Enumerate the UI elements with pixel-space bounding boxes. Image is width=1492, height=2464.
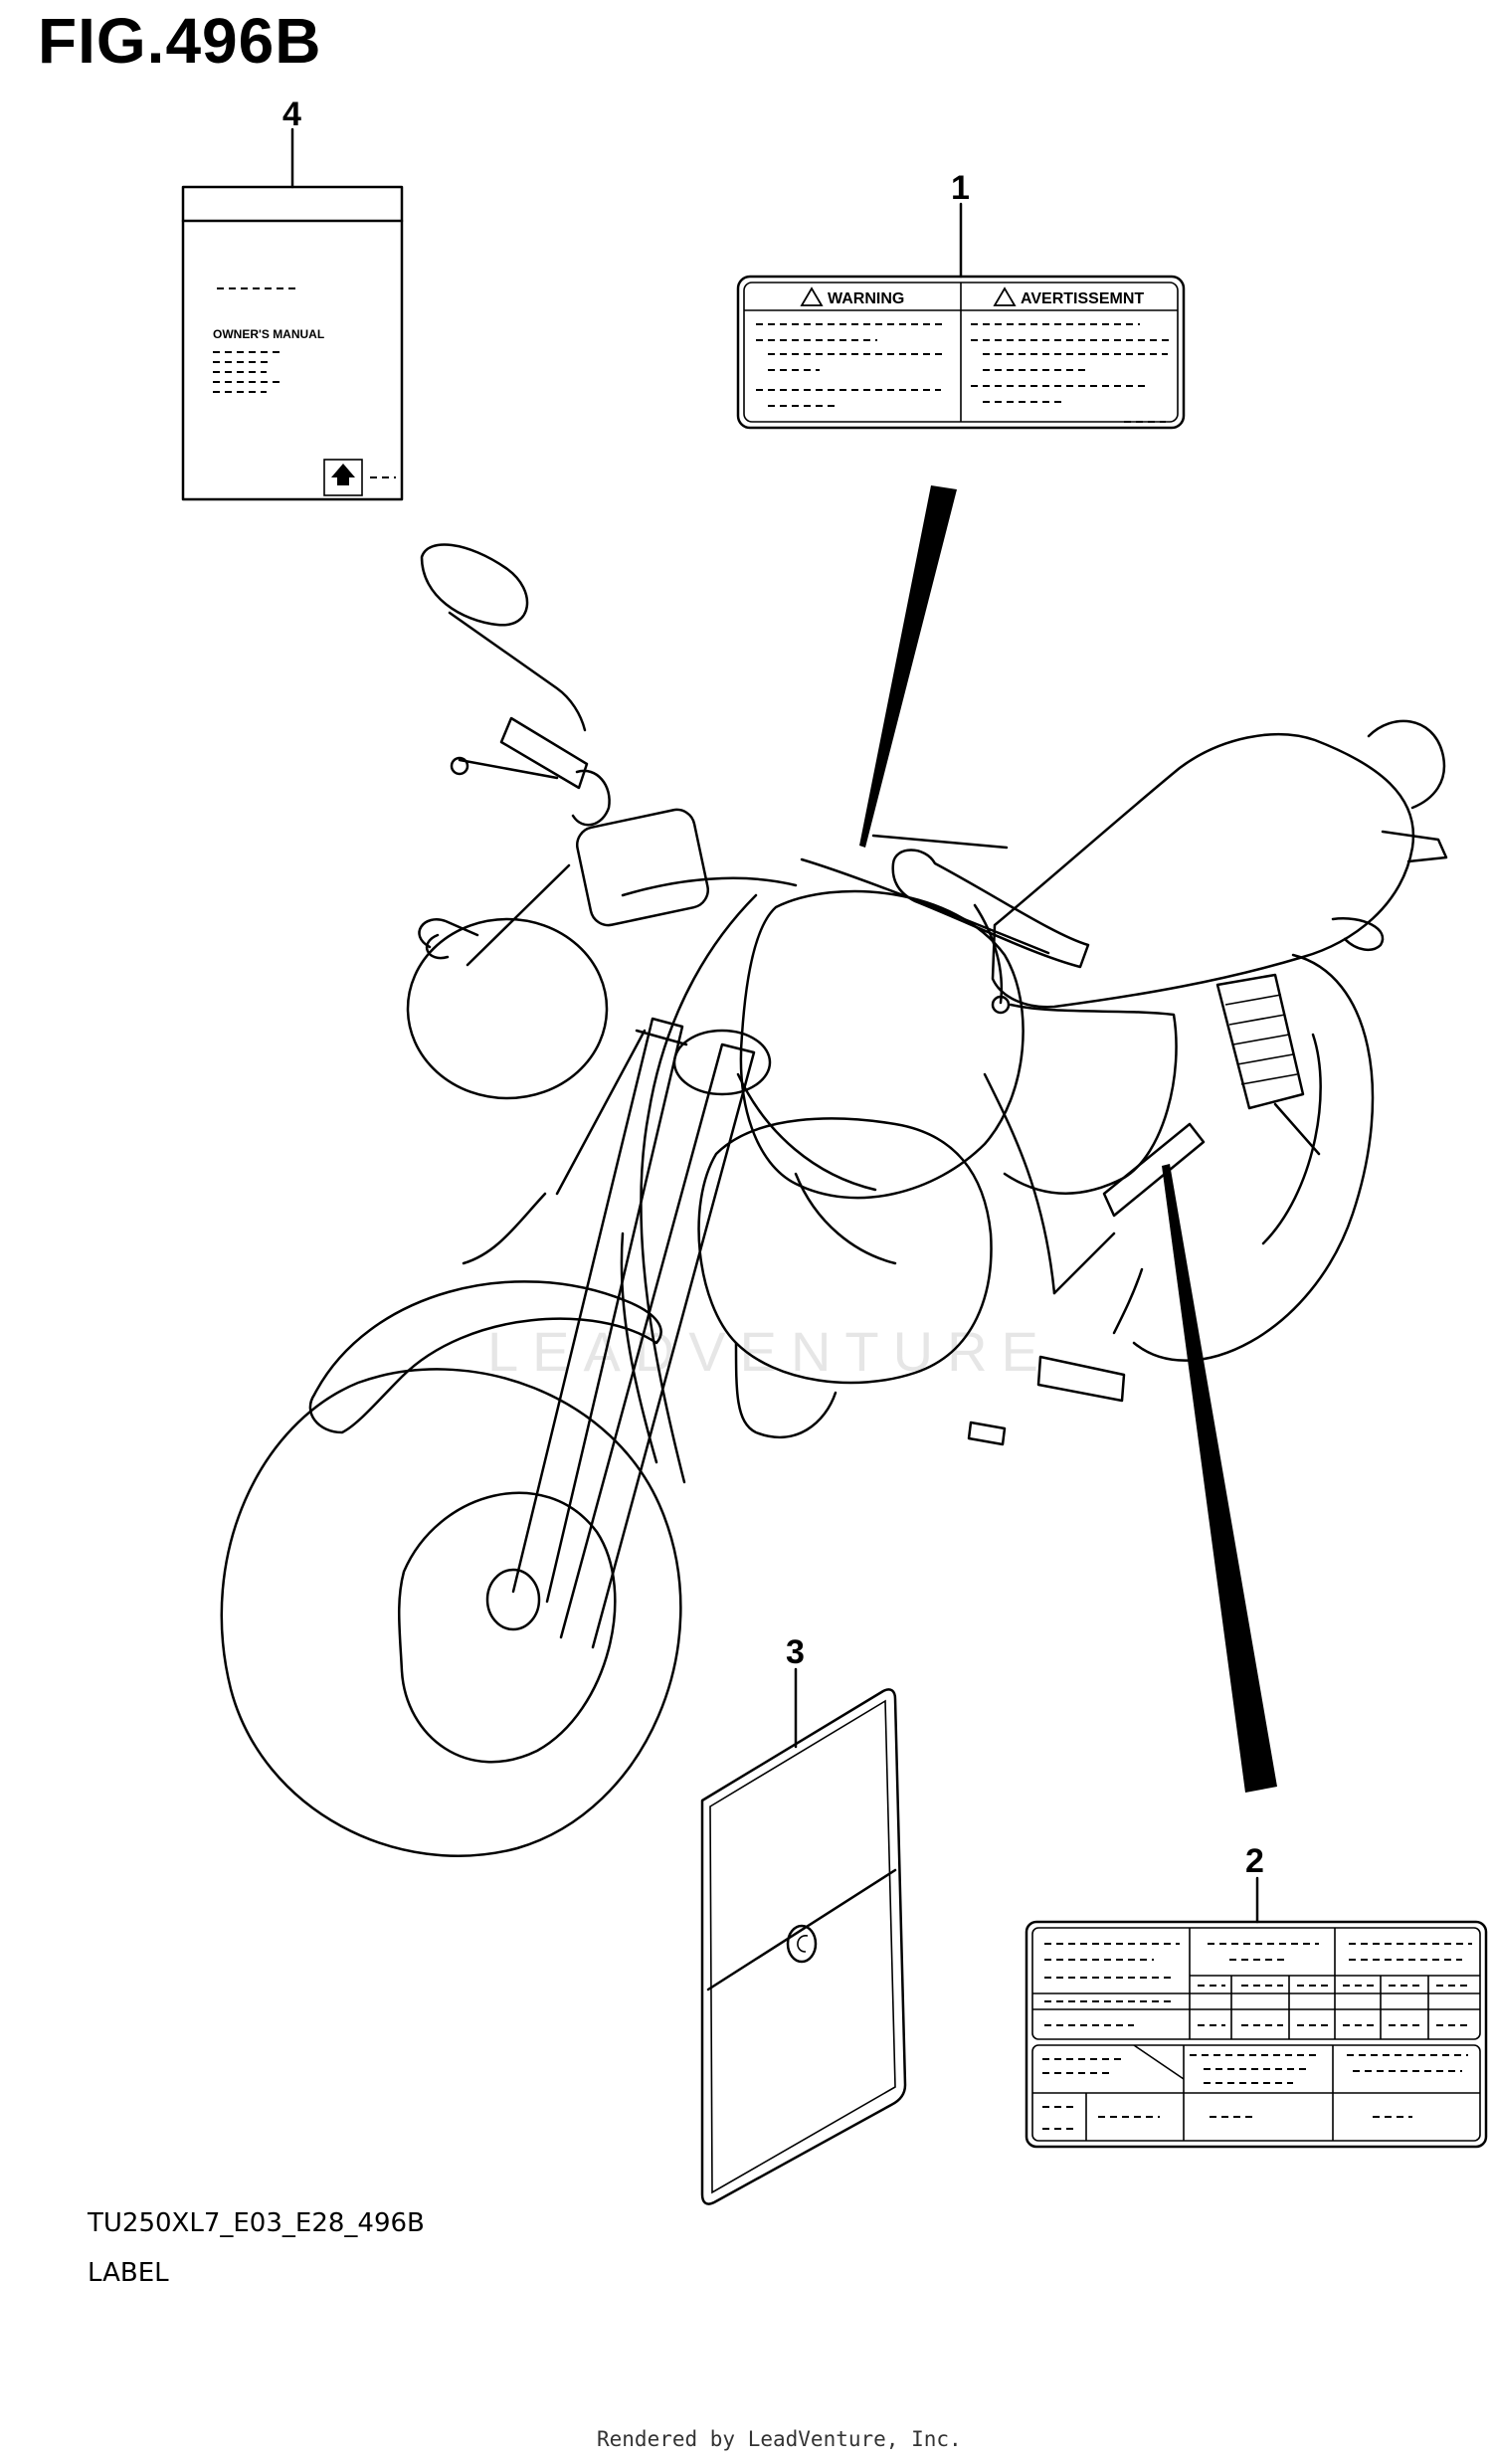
part-3-protective-film[interactable] (700, 1667, 907, 2205)
avertissement-icon (993, 286, 1017, 306)
warning-heading: WARNING (828, 290, 904, 307)
leader-arrow-1 (859, 485, 957, 848)
avertissement-heading: AVERTISSEMNT (1021, 290, 1144, 307)
warning-icon (800, 286, 824, 306)
leader-arrow-2 (1162, 1164, 1277, 1793)
callout-3: 3 (786, 1633, 805, 1671)
render-credit: Rendered by LeadVenture, Inc. (597, 2427, 962, 2451)
part-4-owners-manual[interactable]: OWNER'S MANUAL (181, 127, 404, 501)
callout-2: 2 (1245, 1842, 1264, 1880)
callout-4: 4 (282, 95, 301, 133)
motorcycle-illustration (220, 543, 1448, 1857)
part-1-warning-label[interactable]: WARNING AVERTISSEMNT (736, 202, 1186, 430)
section-name: LABEL (88, 2258, 169, 2288)
watermark-text: LEADVENTURE (487, 1320, 1052, 1383)
callout-1: 1 (951, 169, 970, 207)
figure-title: FIG.496B (38, 5, 322, 77)
model-code: TU250XL7_E03_E28_496B (88, 2208, 425, 2238)
part-2-info-label[interactable] (1025, 1876, 1488, 2149)
manual-title: OWNER'S MANUAL (213, 327, 324, 341)
manual-logo-icon (331, 464, 355, 485)
